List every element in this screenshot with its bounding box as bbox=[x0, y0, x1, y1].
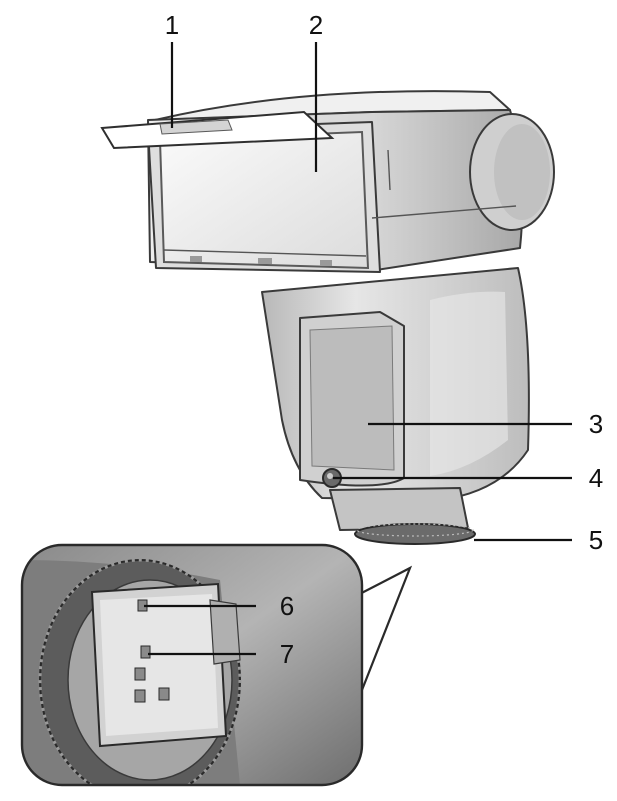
bounce-card bbox=[100, 110, 335, 150]
callout-5: 5 bbox=[589, 525, 603, 555]
wide-panel bbox=[158, 130, 370, 270]
flash-body bbox=[261, 267, 530, 501]
callout-4: 4 bbox=[589, 463, 603, 493]
callout-7: 7 bbox=[280, 639, 294, 669]
callout-2: 2 bbox=[309, 10, 323, 40]
callout-6: 6 bbox=[280, 591, 294, 621]
flash-foot bbox=[329, 487, 476, 545]
callout-1: 1 bbox=[165, 10, 179, 40]
callout-3: 3 bbox=[589, 409, 603, 439]
hot-shoe-inset bbox=[20, 543, 413, 787]
contact-center bbox=[140, 645, 151, 659]
